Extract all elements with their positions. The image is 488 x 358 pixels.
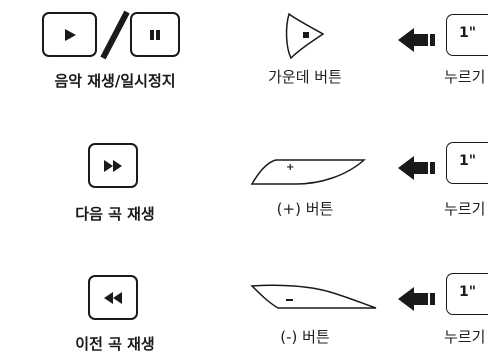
center-button-icon: [285, 12, 325, 60]
minus-button-icon: [250, 284, 377, 309]
row-label: 이전 곡 재생: [75, 335, 155, 353]
rewind-icon: [88, 275, 138, 320]
press-label: 누르기: [444, 200, 486, 218]
press-label: 누르기: [444, 328, 486, 346]
row-label: 다음 곡 재생: [75, 205, 155, 223]
press-duration-tag: 1": [446, 273, 488, 315]
press-duration: 1": [459, 153, 477, 169]
button-label: (-) 버튼: [280, 328, 330, 346]
button-label: 가운데 버튼: [268, 68, 342, 86]
svg-text:+: +: [286, 162, 294, 173]
press-duration-tag: 1": [446, 14, 488, 56]
play-icon: [42, 12, 97, 57]
slash-divider: [100, 10, 130, 60]
plus-button-icon: +: [250, 159, 366, 185]
pause-icon: [130, 12, 180, 57]
arrow-left-icon: [398, 156, 435, 180]
press-duration-tag: 1": [446, 142, 488, 184]
row-label: 음악 재생/일시정지: [54, 72, 176, 90]
arrow-left-icon: [398, 287, 435, 311]
button-label: (+) 버튼: [276, 200, 334, 218]
press-label: 누르기: [444, 68, 486, 86]
arrow-left-icon: [398, 28, 435, 52]
fast-forward-icon: [88, 143, 138, 188]
press-duration: 1": [459, 25, 477, 41]
press-duration: 1": [459, 284, 477, 300]
